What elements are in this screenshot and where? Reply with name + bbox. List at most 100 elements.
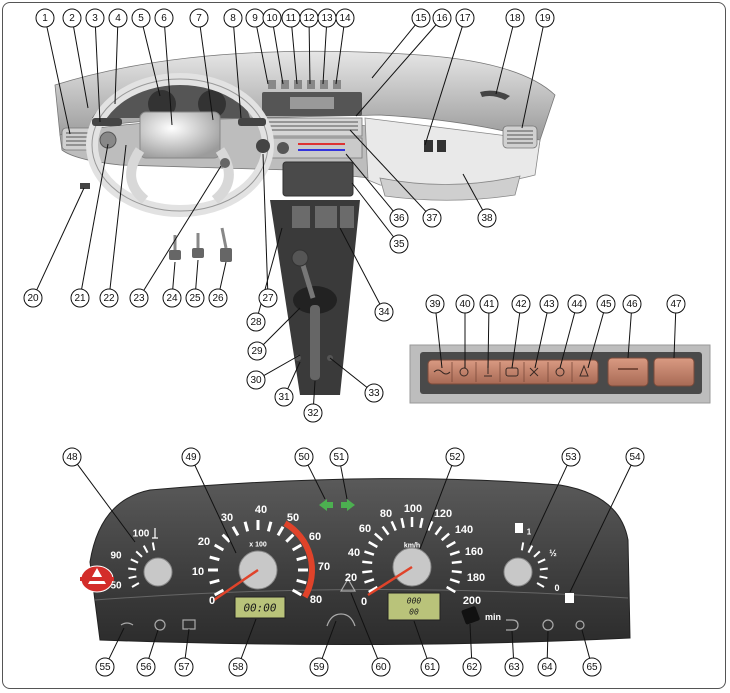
leader-line-1 (46, 26, 71, 135)
callout-circle-7 (189, 8, 209, 28)
glovebox-handle-left (424, 140, 433, 152)
temp-gauge-dial (143, 557, 173, 587)
leader-line-64 (546, 630, 549, 659)
pedals (169, 227, 232, 262)
right-turn-indicator-icon (341, 499, 355, 511)
min-label: min (485, 612, 501, 622)
callout-circle-3 (85, 8, 105, 28)
leader-line-57 (184, 628, 190, 659)
brake-warning-icon (459, 367, 469, 377)
check-engine-icon (575, 620, 585, 630)
right-vent-slats (507, 130, 533, 144)
tachoTicks-mark (291, 543, 303, 552)
console-switch-right (340, 206, 354, 228)
callout-circle-41 (479, 294, 499, 314)
speedo-tick-160: 160 (465, 546, 483, 558)
leader-line-34 (339, 227, 381, 305)
odometer-display (387, 592, 441, 621)
leader-line-8 (233, 26, 242, 119)
callout-5: 5 (131, 8, 151, 28)
callout-number-20: 20 (27, 293, 39, 304)
callout-circle-55 (95, 657, 115, 677)
thermometer-icon (152, 528, 158, 539)
gear-knob (291, 249, 309, 267)
callout-1: 1 (35, 8, 55, 28)
callout-circle-63 (504, 657, 524, 677)
speedo-tick-40: 40 (348, 547, 360, 559)
leader-line-63 (511, 630, 515, 659)
callout-number-37: 37 (426, 213, 438, 224)
callout-40: 40 (455, 294, 475, 314)
callout-circle-27 (258, 288, 278, 308)
callout-51: 51 (329, 447, 349, 467)
leader-line-10 (272, 26, 284, 85)
right-air-vent (502, 125, 538, 149)
dash-knob (256, 139, 270, 153)
callout-circle-43 (539, 294, 559, 314)
leader-line-29 (263, 307, 301, 345)
callout-number-60: 60 (375, 662, 387, 673)
leader-line-33 (329, 357, 368, 388)
callout-circle-39 (425, 294, 445, 314)
callout-circle-51 (329, 447, 349, 467)
leader-line-15 (371, 24, 416, 79)
callout-3: 3 (85, 8, 105, 28)
speedo-tick-140: 140 (455, 524, 473, 536)
speedo-tick-200: 200 (463, 595, 481, 607)
tachoTicks-mark (276, 525, 285, 537)
speedo-ticks (362, 517, 462, 594)
callout-circle-8 (223, 8, 243, 28)
callout-64: 64 (537, 657, 557, 677)
leader-line-9 (256, 26, 269, 85)
callout-25: 25 (185, 288, 205, 308)
callout-circle-15 (411, 8, 431, 28)
callout-12: 12 (299, 8, 319, 28)
handbrake-lever (310, 305, 320, 380)
callout-20: 20 (23, 288, 43, 308)
callout-44: 44 (567, 294, 587, 314)
callout-48: 48 (62, 447, 82, 467)
callout-number-58: 58 (232, 662, 244, 673)
speedoTicks-mark (400, 517, 405, 529)
steering-spoke-right (211, 147, 234, 204)
console-switch-center (315, 206, 337, 228)
callout-number-57: 57 (178, 662, 190, 673)
radio-display (290, 97, 334, 109)
callout-number-44: 44 (571, 299, 583, 310)
callout-43: 43 (539, 294, 559, 314)
leader-line-14 (335, 26, 345, 85)
fuelTicks-mark (539, 567, 548, 571)
leader-line-47 (673, 312, 677, 359)
callout-number-1: 1 (42, 13, 48, 24)
leader-line-16 (355, 24, 437, 117)
speedoTicks-mark (434, 525, 443, 536)
leader-line-25 (195, 259, 199, 290)
callout-circle-59 (309, 657, 329, 677)
callout-circle-14 (335, 8, 355, 28)
callout-23: 23 (129, 288, 149, 308)
fuelTicks-mark (520, 542, 525, 551)
trip-reset-button (461, 606, 480, 625)
switch-46-mark (618, 368, 638, 370)
speedoTicks-mark (449, 550, 460, 556)
callout-circle-24 (162, 288, 182, 308)
callout-circle-54 (625, 447, 645, 467)
callout-28: 28 (246, 312, 266, 332)
switch-47 (653, 357, 695, 387)
hood-release (80, 183, 90, 189)
leader-line-27 (262, 153, 269, 290)
callout-circle-33 (364, 383, 384, 403)
callout-63: 63 (504, 657, 524, 677)
hazard-warning-icon (339, 577, 357, 592)
fuelTicks-mark (539, 575, 548, 580)
callout-18: 18 (505, 8, 525, 28)
leader-lines (36, 24, 677, 660)
speedo-tick-100: 100 (404, 503, 422, 515)
leader-line-2 (73, 26, 89, 109)
instrument-cluster: 50 90 100 0 10 20 30 40 50 60 70 80 x 10… (80, 478, 631, 646)
callout-number-18: 18 (509, 13, 521, 24)
speedoTicks-mark (364, 550, 375, 556)
tacho-ticks (208, 520, 308, 597)
callout-number-27: 27 (262, 293, 274, 304)
leader-line-3 (94, 26, 101, 123)
